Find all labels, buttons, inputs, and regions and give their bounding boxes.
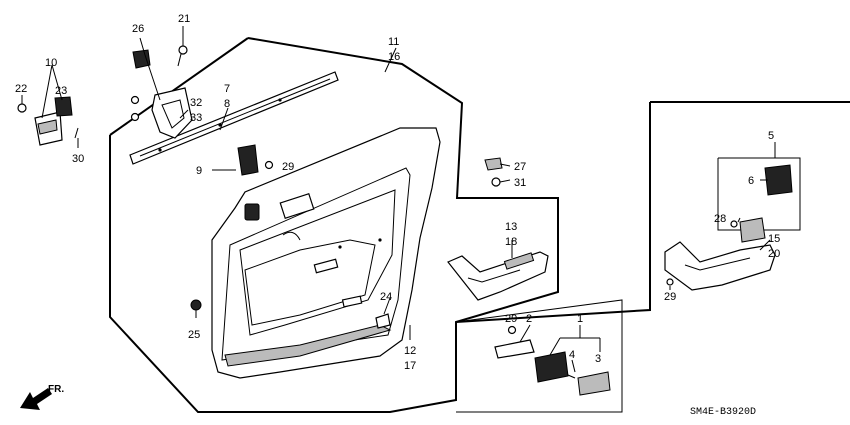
front-direction-arrow: FR. [20,384,64,410]
callout-18: 18 [505,236,517,248]
lower-group-frame [455,299,623,413]
screw-icon [130,112,140,122]
inner-bracket [151,87,193,139]
callout-22: 22 [15,83,27,95]
callout-29a: 29 [282,161,294,173]
trim-strip [129,71,339,165]
callout-33: 33 [190,112,202,124]
callout-25: 25 [188,329,200,341]
callout-labels: 26 21 10 22 23 30 7 8 32 33 9 29 11 16 2… [15,13,780,372]
armrest-13 [447,251,549,301]
callout-1: 1 [577,313,583,325]
clip-9 [237,144,259,176]
screw-icon [130,95,140,105]
clip-24 [375,313,391,329]
callout-16: 16 [388,51,400,63]
callout-32: 32 [190,97,202,109]
callout-9: 9 [196,165,202,177]
direction-label: FR. [48,384,64,395]
screw-21 [177,45,188,67]
switch-assembly [717,157,801,243]
callout-7: 7 [224,83,230,95]
bracket-10 [17,96,79,146]
armrest-15 [664,241,776,291]
handle-assembly [494,325,611,396]
callout-5: 5 [768,130,774,142]
callout-24: 24 [380,291,392,303]
callout-10: 10 [45,57,57,69]
screw-icon [264,160,274,170]
screw-31 [491,177,501,187]
leader-lines [21,26,776,373]
callout-28: 28 [714,213,726,225]
callout-4: 4 [569,349,575,361]
callout-3: 3 [595,353,601,365]
callout-17: 17 [404,360,416,372]
callout-26: 26 [132,23,144,35]
diagram-code: SM4E-B3920D [690,407,756,418]
callout-12: 12 [404,345,416,357]
callout-20: 20 [768,248,780,260]
callout-30: 30 [72,153,84,165]
clip-25 [190,299,202,311]
callout-27: 27 [514,161,526,173]
callout-15: 15 [768,233,780,245]
callout-11: 11 [388,36,399,48]
callout-29b: 29 [664,291,676,303]
callout-13: 13 [505,221,517,233]
clip-26 [132,49,151,69]
callout-31: 31 [514,177,526,189]
callout-8: 8 [224,98,230,110]
callout-2: 2 [526,313,532,325]
callout-23: 23 [55,85,67,97]
callout-29c: 29 [505,313,517,325]
callout-6: 6 [748,175,754,187]
main-group-frame [109,37,559,413]
clip-27 [484,157,503,171]
callout-21: 21 [178,13,190,25]
